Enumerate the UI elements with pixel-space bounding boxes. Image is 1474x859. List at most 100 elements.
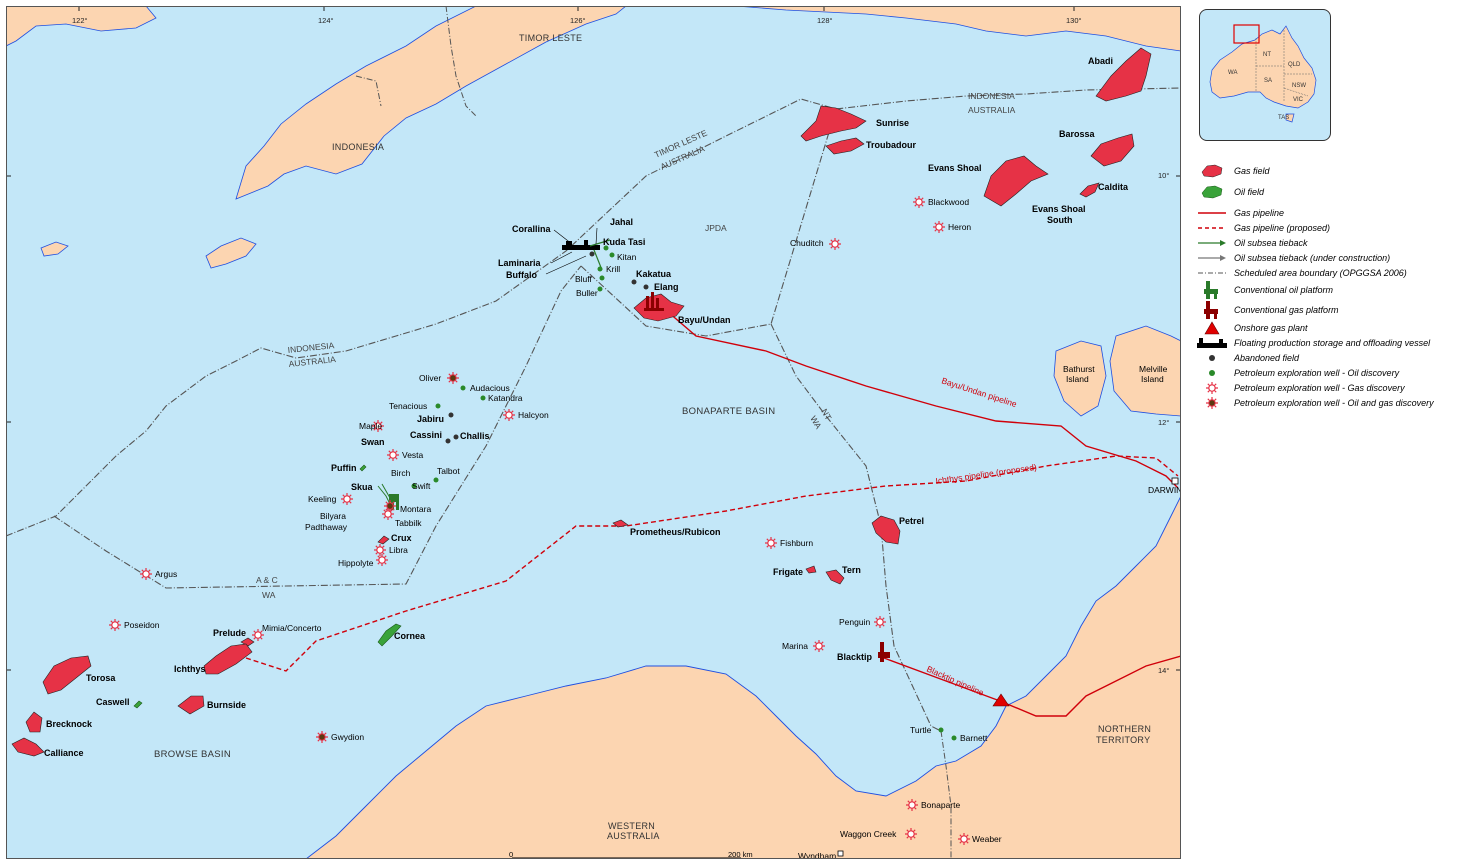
legend-label: Oil field xyxy=(1234,186,1265,197)
gas-field-sunrise[interactable] xyxy=(800,105,867,142)
locator-inset-map[interactable]: WA NT QLD SA NSW VIC TAS xyxy=(1199,9,1331,141)
well-katandra[interactable] xyxy=(480,395,486,401)
legend-label: Oil subsea tieback xyxy=(1234,237,1308,248)
legend-item-onshore-plant: Onshore gas plant xyxy=(1197,320,1469,335)
well-barnett[interactable] xyxy=(951,735,957,741)
label-bilyara: Bilyara xyxy=(320,511,346,521)
abandoned-buffalo[interactable] xyxy=(589,251,595,257)
map-frame[interactable]: 122° 124° 126° 128° 130° 10° 12° 14° TIM… xyxy=(6,6,1181,859)
tieback-jahal xyxy=(589,239,611,247)
wyndham-marker[interactable] xyxy=(837,850,844,857)
label-elang: Elang xyxy=(654,282,679,292)
gas-field-petrel[interactable] xyxy=(871,515,901,545)
gas-field-torosa[interactable] xyxy=(42,655,92,695)
well-swift[interactable] xyxy=(411,483,417,489)
gas-field-barossa[interactable] xyxy=(1090,133,1135,167)
label-ichthys: Ichthys xyxy=(174,664,206,674)
well-turtle[interactable] xyxy=(938,727,944,733)
gas-field-calliance[interactable] xyxy=(11,737,45,757)
label-bonaparte-basin: BONAPARTE BASIN xyxy=(682,406,775,417)
abandoned-jabiru[interactable] xyxy=(448,412,454,418)
well-kitan[interactable] xyxy=(609,252,615,258)
gas-field-troubadour[interactable] xyxy=(825,137,865,155)
oil-field-swatch xyxy=(1197,184,1227,199)
oil-fields xyxy=(133,464,402,709)
abandoned-elang[interactable] xyxy=(643,284,649,290)
legend-label: Petroleum exploration well - Gas discove… xyxy=(1234,382,1405,393)
label-blacktip: Blacktip xyxy=(837,652,873,662)
bayu-undan-pipeline[interactable] xyxy=(660,305,1179,489)
leader-lines xyxy=(545,227,598,275)
timor-border xyxy=(355,6,477,117)
blacktip-gas-platform[interactable] xyxy=(878,642,890,662)
indonesia-east-land xyxy=(735,6,1181,52)
gas-field-tern[interactable] xyxy=(825,569,845,585)
well-kuda-tasi[interactable] xyxy=(603,245,609,251)
ichthys-pipeline[interactable] xyxy=(245,455,1179,672)
legend-label: Conventional gas platform xyxy=(1234,305,1339,315)
oil-field-cornea[interactable] xyxy=(377,623,402,647)
boundary-swatch xyxy=(1197,265,1227,280)
well-talbot[interactable] xyxy=(433,477,439,483)
legend-item-gas-pipeline: Gas pipeline xyxy=(1197,205,1469,220)
abandoned-cassini[interactable] xyxy=(445,438,451,444)
label-indonesia-west: INDONESIA xyxy=(287,340,335,355)
wa-nt-land-border xyxy=(940,730,952,859)
gas-field-prometheus[interactable] xyxy=(612,519,629,528)
gas-field-frigate[interactable] xyxy=(805,565,817,574)
legend-label: Abandoned field xyxy=(1234,352,1300,363)
abandoned-kakatua[interactable] xyxy=(631,279,637,285)
fpso-laminaria[interactable] xyxy=(562,245,600,250)
well-krill[interactable] xyxy=(597,266,603,272)
darwin-marker[interactable] xyxy=(1171,477,1179,485)
label-halcyon: Halcyon xyxy=(518,410,549,420)
onshore-gas-plant[interactable] xyxy=(992,693,1010,707)
bayu-undan-platform[interactable] xyxy=(644,292,664,311)
label-torosa: Torosa xyxy=(86,673,116,683)
gas-field-burnside[interactable] xyxy=(177,695,205,715)
gas-field-ichthys[interactable] xyxy=(203,643,253,675)
timor-island xyxy=(235,6,627,200)
label-western-australia-1: WESTERN xyxy=(608,821,655,831)
label-padthaway: Padthaway xyxy=(305,522,348,532)
gas-field-abadi[interactable] xyxy=(1095,47,1152,102)
oil-well-icon xyxy=(1197,365,1227,380)
abandoned-fields xyxy=(445,251,649,444)
well-audacious[interactable] xyxy=(460,385,466,391)
map-canvas[interactable]: 122° 124° 126° 128° 130° 10° 12° 14° TIM… xyxy=(6,6,1181,859)
label-petrel: Petrel xyxy=(899,516,924,526)
oil-discovery-wells xyxy=(411,245,957,741)
label-nt: NT xyxy=(819,407,833,422)
legend-item-gas-pipeline-proposed: Gas pipeline (proposed) xyxy=(1197,220,1469,235)
gas-field-caldita[interactable] xyxy=(1079,182,1100,198)
label-jabiru: Jabiru xyxy=(417,414,444,424)
well-buller[interactable] xyxy=(597,286,603,292)
abandoned-challis[interactable] xyxy=(453,434,459,440)
island-west xyxy=(205,237,257,269)
gas-field-evans-shoal[interactable] xyxy=(983,155,1049,207)
label-audacious: Audacious xyxy=(470,383,510,393)
label-timor-leste: TIMOR LESTE xyxy=(519,33,582,43)
oil-field-puffin[interactable] xyxy=(359,464,367,472)
label-northern-territory-1: NORTHERN xyxy=(1098,724,1151,734)
label-bluff: Bluff xyxy=(575,274,592,284)
melville-island xyxy=(1109,325,1181,417)
label-ac: A & C xyxy=(256,575,278,585)
grid-lat-12: 12° xyxy=(1158,418,1169,427)
legend-item-oil-subsea-tieback-uc: Oil subsea tieback (under construction) xyxy=(1197,250,1469,265)
label-argus: Argus xyxy=(155,569,177,579)
label-barossa: Barossa xyxy=(1059,129,1096,139)
label-tenacious: Tenacious xyxy=(389,401,427,411)
legend-item-gas-platform: Conventional gas platform xyxy=(1197,300,1469,320)
label-montara: Montara xyxy=(400,504,431,514)
inset-study-area xyxy=(1233,24,1260,44)
grid-lat-10: 10° xyxy=(1158,171,1169,180)
blacktip-pipeline[interactable] xyxy=(883,655,1181,717)
gas-field-crux[interactable] xyxy=(377,535,390,545)
oil-field-caswell[interactable] xyxy=(133,700,143,709)
inset-tasmania xyxy=(1285,113,1295,123)
grid-lat-14: 14° xyxy=(1158,666,1169,675)
well-bluff[interactable] xyxy=(599,275,605,281)
gas-field-brecknock[interactable] xyxy=(25,711,43,733)
well-tenacious[interactable] xyxy=(435,403,441,409)
